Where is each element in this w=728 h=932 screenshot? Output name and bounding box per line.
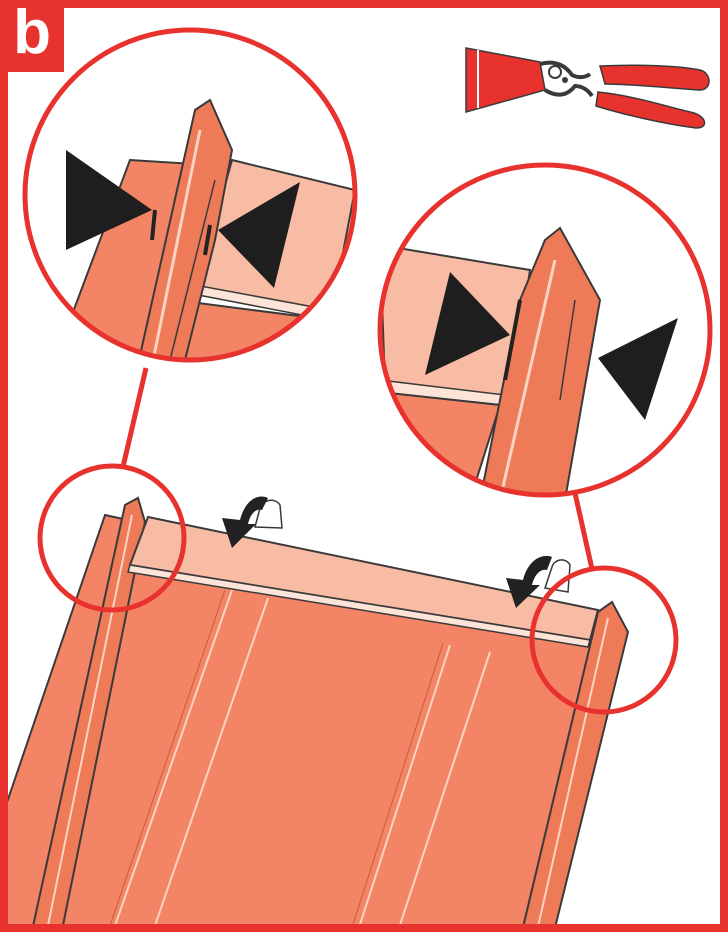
pliers-icon xyxy=(466,48,709,128)
step-label: b xyxy=(0,0,64,72)
right-edge-detail xyxy=(370,165,710,500)
left-edge-detail xyxy=(25,30,355,400)
